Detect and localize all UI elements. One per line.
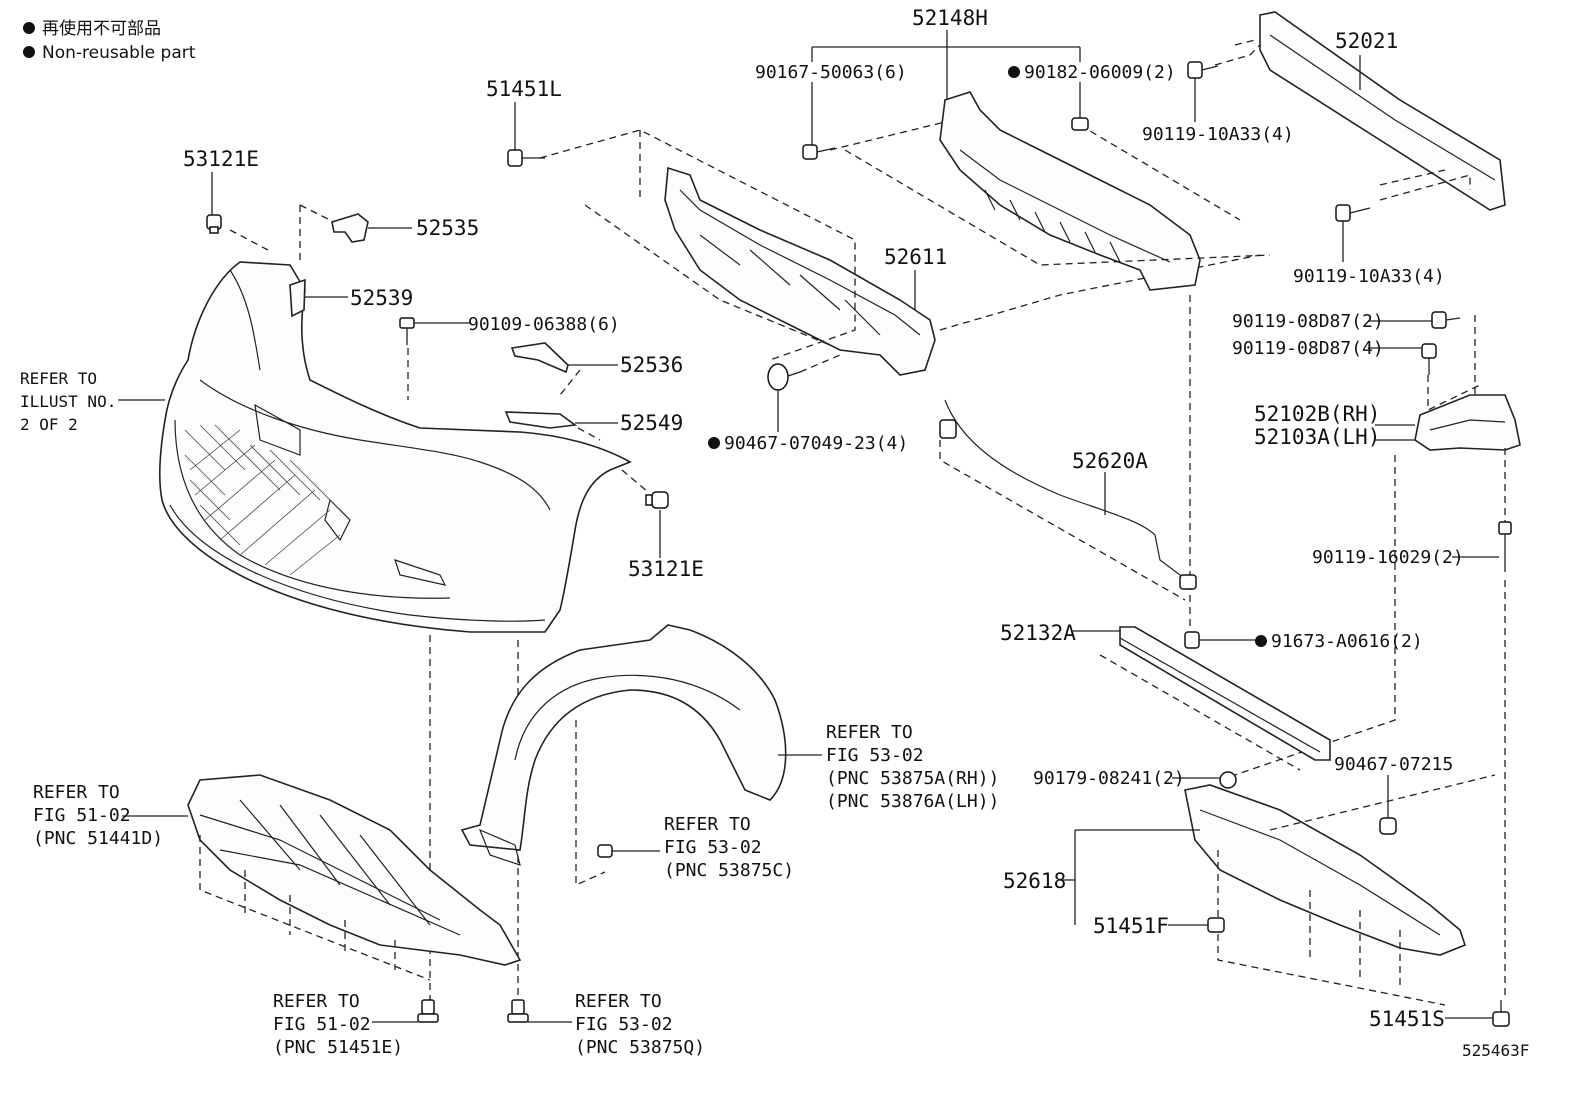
svg-text:(PNC 53875Q): (PNC 53875Q): [575, 1037, 705, 1058]
refer-illust-note: REFER TO ILLUST NO. 2 OF 2: [20, 369, 116, 434]
fender-liner-drawing: [460, 624, 787, 866]
label-91673: 91673-A0616(2): [1271, 631, 1423, 652]
label-53121e-side: 53121E: [628, 557, 704, 581]
label-90119-08d87-2: 90119-08D87(2): [1232, 311, 1384, 332]
clip-53875c-icon: [597, 844, 660, 858]
svg-text:REFER TO: REFER TO: [33, 782, 120, 803]
refer-53875q-note: REFER TO FIG 53-02 (PNC 53875Q): [575, 991, 705, 1058]
label-52536: 52536: [620, 353, 683, 377]
svg-text:REFER TO: REFER TO: [826, 722, 913, 743]
label-90119-10a33-top: 90119-10A33(4): [1142, 124, 1294, 145]
bolt-90119-08d87-2-icon: [1431, 311, 1461, 329]
label-90119-10a33-bottom: 90119-10A33(4): [1293, 266, 1445, 287]
label-52102b: 52102B(RH): [1254, 402, 1380, 426]
label-90167: 90167-50063(6): [755, 62, 907, 83]
legend-japanese: 再使用不可部品: [42, 18, 161, 39]
non-reusable-bullet-icon: [1008, 66, 1020, 78]
svg-text:(PNC 51451E): (PNC 51451E): [273, 1037, 403, 1058]
drawing-number: 525463F: [1462, 1041, 1529, 1060]
svg-text:FIG 53-02: FIG 53-02: [575, 1014, 673, 1035]
non-reusable-bullet-icon: [23, 46, 35, 58]
part-52132a-drawing: [1119, 626, 1331, 761]
label-52549: 52549: [620, 411, 683, 435]
svg-text:(PNC 53876A(LH)): (PNC 53876A(LH)): [826, 791, 999, 812]
label-53121e-top: 53121E: [183, 147, 259, 171]
part-52021-drawing: [1259, 11, 1506, 211]
part-52618-drawing: [1184, 784, 1466, 956]
svg-text:FIG 51-02: FIG 51-02: [273, 1014, 371, 1035]
clip-53121e-side-icon: [645, 491, 669, 509]
svg-text:REFER TO: REFER TO: [575, 991, 662, 1012]
label-90109: 90109-06388(6): [468, 314, 620, 335]
bolt-51451l-icon: [507, 149, 545, 167]
svg-text:(PNC 53875A(RH)): (PNC 53875A(RH)): [826, 768, 999, 789]
legend-english: Non-reusable part: [42, 43, 196, 63]
label-52148h: 52148H: [912, 6, 988, 30]
bolt-90119-16029-icon: [1498, 521, 1512, 572]
svg-text:FIG 51-02: FIG 51-02: [33, 805, 131, 826]
part-52539-drawing: [289, 278, 306, 318]
label-90179: 90179-08241(2): [1033, 768, 1185, 789]
label-52103a: 52103A(LH): [1254, 425, 1380, 449]
refer-51441d-note: REFER TO FIG 51-02 (PNC 51441D): [33, 782, 163, 849]
refer-53875c-note: REFER TO FIG 53-02 (PNC 53875C): [664, 814, 794, 881]
label-52021: 52021: [1335, 29, 1398, 53]
svg-text:REFER TO: REFER TO: [273, 991, 360, 1012]
label-90119-16029: 90119-16029(2): [1312, 547, 1464, 568]
label-52620a: 52620A: [1072, 449, 1148, 473]
nut-90182-icon: [1071, 117, 1089, 131]
non-reusable-bullet-icon: [23, 22, 35, 34]
label-90467-07049: 90467-07049-23(4): [724, 433, 908, 454]
screw-90109-icon: [399, 317, 415, 345]
part-52535-drawing: [331, 213, 369, 243]
clip-53121e-top-icon: [206, 214, 222, 234]
label-52611: 52611: [884, 245, 947, 269]
label-90119-08d87-4: 90119-08D87(4): [1232, 338, 1384, 359]
label-90182: 90182-06009(2): [1024, 62, 1176, 83]
screw-90167-icon: [802, 144, 836, 160]
refer-51451e-note: REFER TO FIG 51-02 (PNC 51451E): [273, 991, 403, 1058]
svg-text:FIG 53-02: FIG 53-02: [664, 837, 762, 858]
bolt-53875q-icon: [507, 999, 572, 1023]
bumper-cover-drawing: [159, 261, 632, 633]
label-51451l: 51451L: [486, 77, 562, 101]
label-51451s: 51451S: [1369, 1007, 1445, 1031]
bolt-90119-10a33-top-icon: [1187, 61, 1219, 122]
label-52618: 52618: [1003, 869, 1066, 893]
part-52148h-drawing: [939, 91, 1201, 291]
label-90467-07215: 90467-07215: [1334, 754, 1453, 775]
bolt-91673-icon: [1184, 631, 1255, 649]
label-52132a: 52132A: [1000, 621, 1076, 645]
svg-text:REFER TO: REFER TO: [20, 369, 97, 388]
svg-text:2 OF 2: 2 OF 2: [20, 415, 78, 434]
clip-90467-07215-icon: [1379, 775, 1397, 835]
engine-under-cover-drawing: [187, 774, 522, 966]
label-52535: 52535: [416, 216, 479, 240]
svg-text:(PNC 53875C): (PNC 53875C): [664, 860, 794, 881]
part-52611-drawing: [664, 166, 936, 376]
part-52536-drawing: [510, 342, 569, 374]
part-52102b-drawing: [1414, 394, 1521, 451]
label-51451f: 51451F: [1093, 914, 1169, 938]
part-52549-drawing: [504, 411, 578, 429]
non-reusable-bullet-icon: [1255, 635, 1267, 647]
label-52539: 52539: [350, 286, 413, 310]
svg-text:FIG 53-02: FIG 53-02: [826, 745, 924, 766]
bolt-51451e-icon: [372, 999, 439, 1023]
svg-text:(PNC 51441D): (PNC 51441D): [33, 828, 163, 849]
part-52620a-drawing: [939, 399, 1197, 590]
svg-text:REFER TO: REFER TO: [664, 814, 751, 835]
non-reusable-bullet-icon: [708, 437, 720, 449]
bolt-51451s-icon: [1445, 1000, 1510, 1027]
clip-51451f-icon: [1168, 917, 1225, 933]
bolt-90119-08d87-4-icon: [1421, 343, 1437, 375]
nut-90179-icon: [1219, 771, 1237, 789]
clip-90467-07049-icon: [767, 363, 801, 391]
bolt-90119-10a33-bottom-icon: [1335, 204, 1371, 262]
svg-text:ILLUST NO.: ILLUST NO.: [20, 392, 116, 411]
refer-53875a-note: REFER TO FIG 53-02 (PNC 53875A(RH)) (PNC…: [826, 722, 999, 812]
